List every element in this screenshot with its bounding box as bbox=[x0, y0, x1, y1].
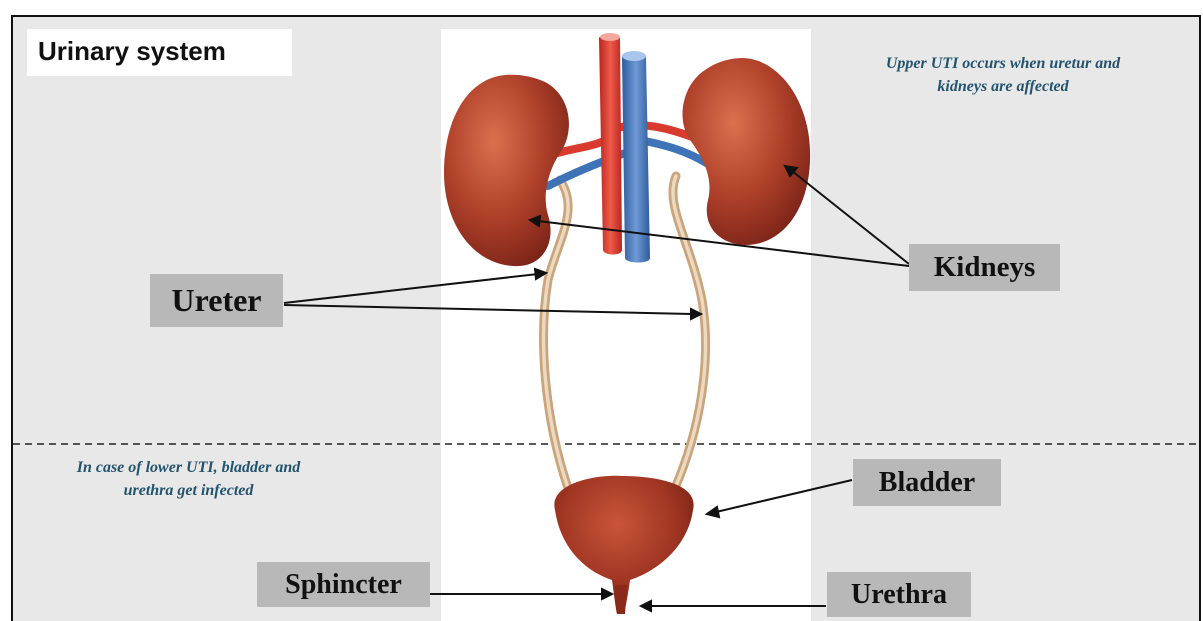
upper-uti-note-line-2: kidneys are affected bbox=[828, 75, 1178, 98]
upper-uti-note: Upper UTI occurs when uretur and kidneys… bbox=[828, 52, 1178, 98]
lower-uti-note-line-2: urethra get infected bbox=[16, 479, 361, 502]
aorta bbox=[599, 34, 622, 254]
lower-uti-note: In case of lower UTI, bladder and urethr… bbox=[16, 456, 361, 502]
right-kidney bbox=[683, 58, 811, 245]
kidneys-arrow-right bbox=[792, 171, 909, 264]
ureter-arrow-right bbox=[284, 305, 692, 314]
lower-uti-note-line-1: In case of lower UTI, bladder and bbox=[16, 456, 361, 479]
urethra-tube bbox=[615, 585, 627, 614]
urethra-label: Urethra bbox=[827, 572, 971, 617]
bladder-label: Bladder bbox=[853, 459, 1001, 506]
left-kidney bbox=[444, 75, 569, 266]
kidneys-label: Kidneys bbox=[909, 244, 1060, 291]
sphincter-label: Sphincter bbox=[257, 562, 430, 607]
bladder-arrow bbox=[716, 480, 852, 512]
upper-uti-note-line-1: Upper UTI occurs when uretur and bbox=[828, 52, 1178, 75]
ureter-label: Ureter bbox=[150, 274, 283, 327]
ureter-arrow-left bbox=[284, 274, 538, 303]
